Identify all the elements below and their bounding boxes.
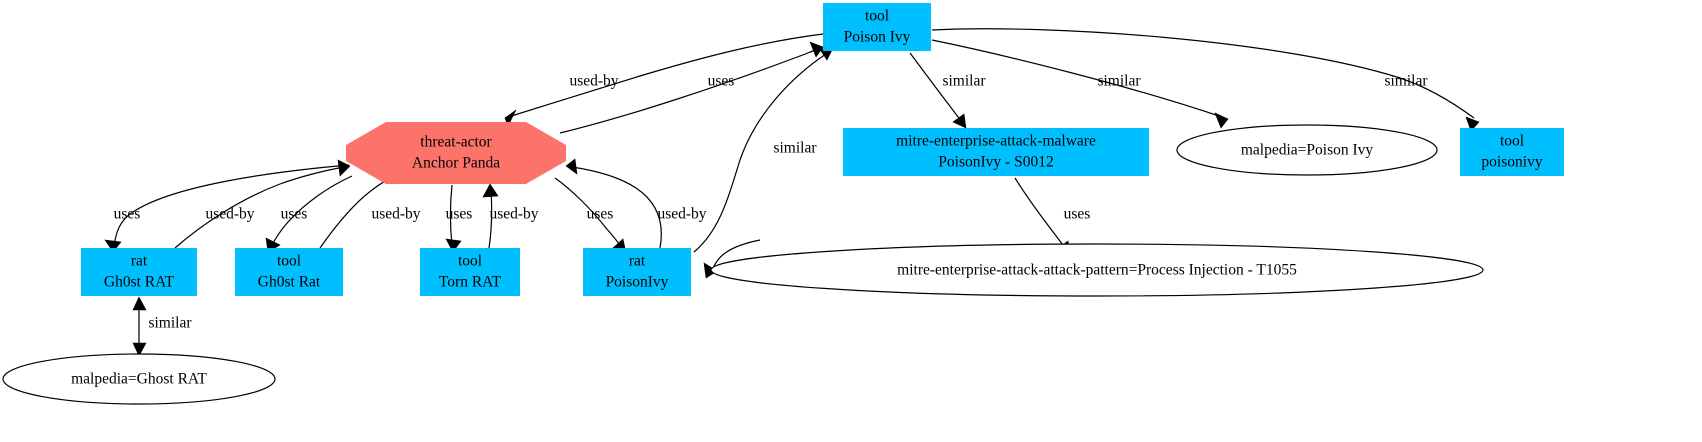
node-shape <box>81 248 197 296</box>
node-tool-poisonivy-lower[interactable]: tool poisonivy <box>1460 128 1564 176</box>
node-tool-poison-ivy[interactable]: tool Poison Ivy <box>823 3 931 51</box>
edge-path <box>931 28 1475 119</box>
node-rat-gh0st-rat[interactable]: rat Gh0st RAT <box>81 248 197 296</box>
edge-path <box>554 177 623 249</box>
node-shape <box>346 122 566 184</box>
edge-label: uses <box>708 73 735 90</box>
edge-label: similar <box>1097 73 1141 90</box>
node-label-line1: rat <box>629 253 646 270</box>
node-shape <box>583 248 691 296</box>
node-shape <box>1176 124 1438 176</box>
node-shape <box>2 353 276 405</box>
node-label-line1: rat <box>131 253 148 270</box>
arrow-head-icon <box>132 296 147 311</box>
node-label-line2: PoisonIvy - S0012 <box>938 154 1053 171</box>
edge-path <box>931 39 1223 118</box>
node-label-line1: mitre-enterprise-attack-malware <box>896 133 1096 150</box>
arrow-head-icon <box>1465 116 1480 132</box>
node-label-line1: threat-actor <box>420 134 492 151</box>
edge-uses-anchorpanda-to-tooltornrat[interactable]: uses <box>445 184 473 253</box>
node-mitre-malware-poisonivy[interactable]: mitre-enterprise-attack-malware PoisonIv… <box>843 128 1149 176</box>
node-label-line2: PoisonIvy <box>606 274 669 291</box>
node-label-line2: Gh0st Rat <box>258 274 321 291</box>
edge-label: similar <box>1384 73 1428 90</box>
edge-path <box>113 164 350 247</box>
edge-label: used-by <box>371 206 420 223</box>
edge-similar-poisonivy-to-malpediapoisonivy[interactable]: similar <box>931 39 1229 129</box>
edge-usedby-tooltornrat-to-anchorpanda[interactable]: used-by <box>482 183 539 249</box>
node-shape <box>1460 128 1564 176</box>
node-malpedia-ghost-rat[interactable]: malpedia=Ghost RAT <box>2 353 276 405</box>
edge-label: used-by <box>205 206 254 223</box>
edge-layer: used-by uses similar similar similar <box>104 28 1480 357</box>
edge-path <box>559 48 819 134</box>
edge-uses-anchorpanda-to-poisonivy[interactable]: uses <box>559 41 824 134</box>
node-label-line1: tool <box>1500 133 1524 150</box>
node-rat-poisonivy[interactable]: rat PoisonIvy <box>583 248 691 296</box>
edge-label: uses <box>281 206 308 223</box>
node-mitre-attack-pattern-process-injection[interactable]: mitre-enterprise-attack-attack-pattern=P… <box>710 243 1484 297</box>
arrow-head-icon <box>809 41 824 58</box>
edge-path <box>174 166 345 249</box>
edge-similar-poisonivy-to-toolpoisonivy[interactable]: similar <box>931 28 1480 132</box>
arrow-head-icon <box>445 238 462 253</box>
node-shape <box>420 248 520 296</box>
edge-path <box>693 53 827 253</box>
edge-path <box>571 166 662 249</box>
node-label-line1: tool <box>865 8 889 25</box>
node-shape <box>823 3 931 51</box>
edge-similar-ratgh0strat-malpediaghostrat[interactable]: similar <box>132 296 192 357</box>
edge-path <box>504 33 824 119</box>
node-shape <box>710 243 1484 297</box>
node-label-line1: tool <box>458 253 482 270</box>
node-label-line2: Poison Ivy <box>844 29 911 46</box>
node-label-line1: malpedia=Poison Ivy <box>1241 142 1374 159</box>
edge-path <box>909 52 963 123</box>
node-tool-gh0st-rat[interactable]: tool Gh0st Rat <box>235 248 343 296</box>
node-tool-torn-rat[interactable]: tool Torn RAT <box>420 248 520 296</box>
node-label-line2: Anchor Panda <box>412 155 500 172</box>
node-label-line2: Gh0st RAT <box>104 274 175 291</box>
arrow-head-icon <box>565 158 578 175</box>
edge-label: similar <box>942 73 986 90</box>
arrow-head-icon <box>952 113 967 129</box>
node-shape <box>235 248 343 296</box>
node-label-line1: mitre-enterprise-attack-attack-pattern=P… <box>897 262 1297 279</box>
arrow-head-icon <box>482 183 499 198</box>
edge-usedby-ratgh0strat-to-anchorpanda[interactable]: used-by <box>174 159 351 249</box>
edge-uses-anchorpanda-to-toolgh0strat[interactable]: uses <box>265 175 353 253</box>
edge-path <box>1014 177 1067 250</box>
edge-label: used-by <box>657 206 706 223</box>
node-label-line2: poisonivy <box>1481 154 1542 171</box>
edge-used-by-poisonivy-to-anchorpanda[interactable]: used-by <box>504 33 824 127</box>
node-label-line2: Torn RAT <box>439 274 502 291</box>
edge-label: uses <box>1064 206 1091 223</box>
edge-label: similar <box>773 140 817 157</box>
edge-label: used-by <box>489 206 538 223</box>
node-malpedia-poison-ivy[interactable]: malpedia=Poison Ivy <box>1176 124 1438 176</box>
node-label-line1: malpedia=Ghost RAT <box>71 371 207 388</box>
node-threat-actor-anchor-panda[interactable]: threat-actor Anchor Panda <box>346 122 566 184</box>
edge-usedby-ratpoisonivy-to-anchorpanda[interactable]: used-by <box>565 158 707 249</box>
arrow-head-icon <box>104 239 122 253</box>
edge-label: used-by <box>569 73 618 90</box>
node-label-line1: tool <box>277 253 301 270</box>
edge-uses-anchorpanda-to-ratgh0strat[interactable]: uses <box>104 164 350 253</box>
arrow-head-icon <box>132 342 147 357</box>
edge-label: uses <box>587 206 614 223</box>
edge-uses-anchorpanda-to-ratpoisonivy[interactable]: uses <box>554 177 627 254</box>
node-layer: tool Poison Ivy threat-actor Anchor Pand… <box>2 3 1564 405</box>
edge-label: similar <box>148 315 192 332</box>
edge-label: uses <box>114 206 141 223</box>
edge-similar-poisonivy-to-mitremalware[interactable]: similar <box>909 52 986 129</box>
arrow-head-icon <box>1214 112 1229 129</box>
edge-label: uses <box>446 206 473 223</box>
arrow-head-icon <box>337 159 351 177</box>
edge-path <box>270 175 353 248</box>
node-shape <box>843 128 1149 176</box>
